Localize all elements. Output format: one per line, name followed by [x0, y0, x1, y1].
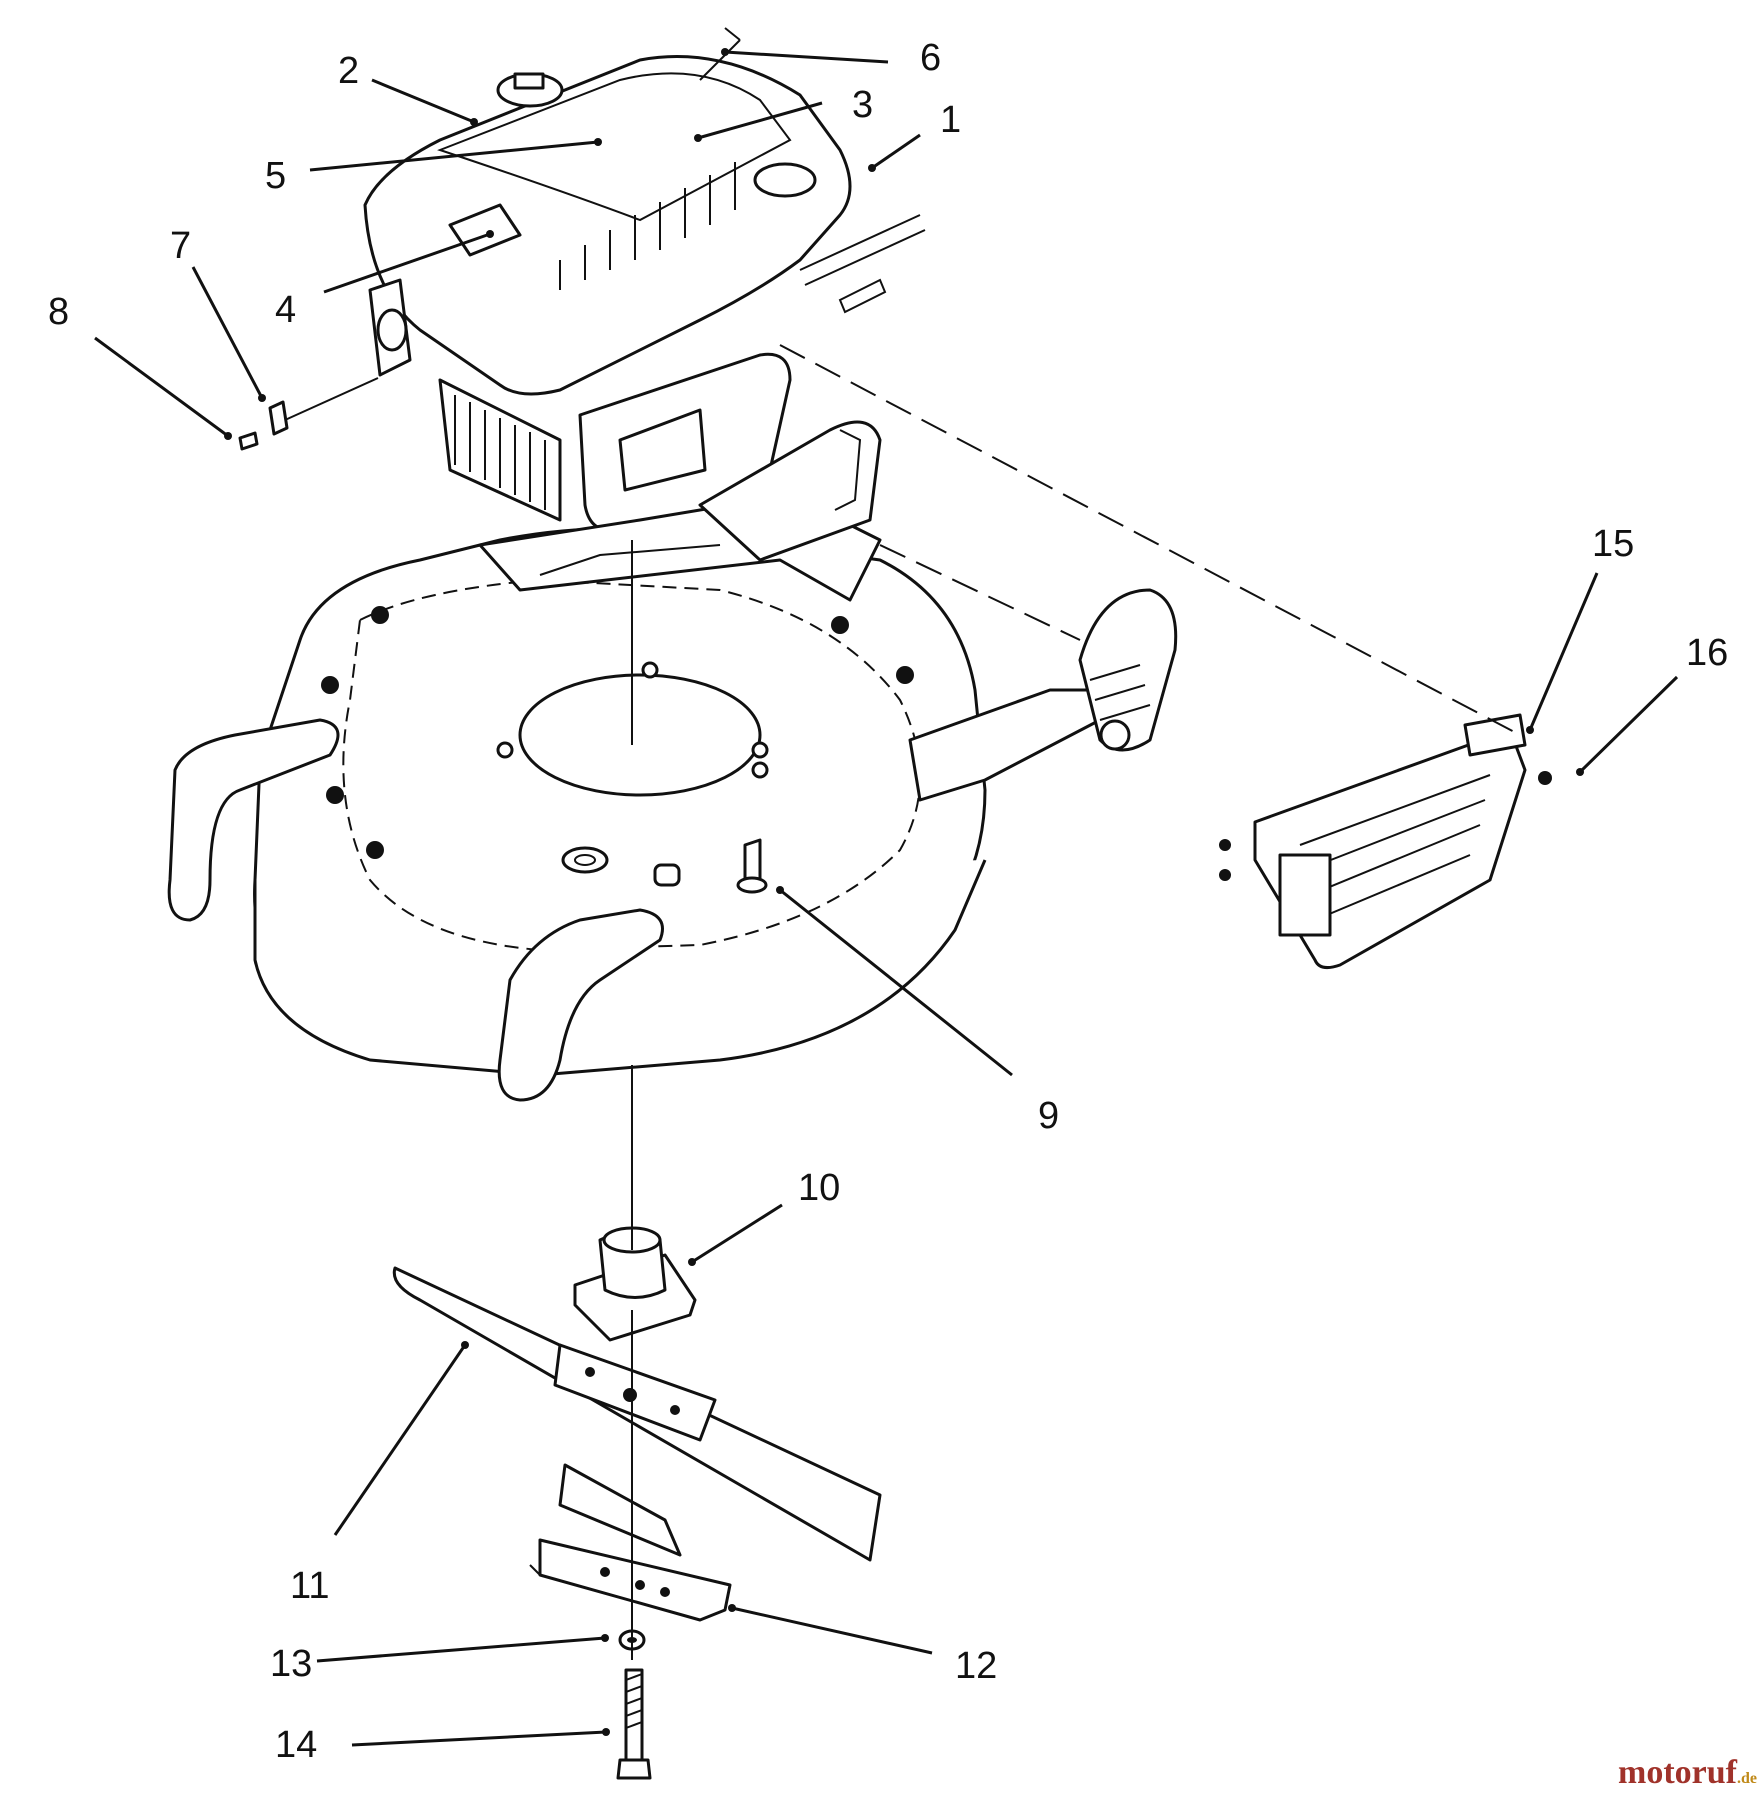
blade-assembly — [392, 1226, 882, 1780]
alignment-lines — [284, 344, 1521, 1660]
callout-1: 1 — [940, 99, 961, 141]
callout-11: 11 — [290, 1565, 329, 1607]
callout-7: 7 — [170, 225, 191, 267]
callout-15: 15 — [1592, 523, 1634, 565]
watermark-suffix: .de — [1737, 1770, 1757, 1787]
callout-4: 4 — [275, 289, 296, 331]
callout-16: 16 — [1686, 632, 1728, 674]
callout-5: 5 — [265, 155, 286, 197]
callout-12: 12 — [955, 1645, 997, 1687]
callout-14: 14 — [275, 1724, 317, 1766]
callout-10: 10 — [798, 1167, 840, 1209]
watermark-brand: motoruf — [1618, 1754, 1737, 1791]
callout-8: 8 — [48, 291, 69, 333]
mower-deck — [167, 420, 1178, 1102]
rear-guard-assembly — [1219, 713, 1552, 970]
callout-9: 9 — [1038, 1095, 1059, 1137]
callout-2: 2 — [338, 50, 359, 92]
watermark-logo: motoruf.de — [1618, 1754, 1757, 1792]
engine-assembly — [363, 27, 926, 533]
callout-3: 3 — [852, 84, 873, 126]
callout-13: 13 — [270, 1643, 312, 1685]
callout-6: 6 — [920, 37, 941, 79]
bracket-hardware — [238, 400, 289, 451]
callout-labels: 1 2 3 4 5 6 7 8 9 10 11 12 13 14 15 16 — [48, 37, 1728, 1766]
leader-lines — [94, 48, 1679, 1747]
